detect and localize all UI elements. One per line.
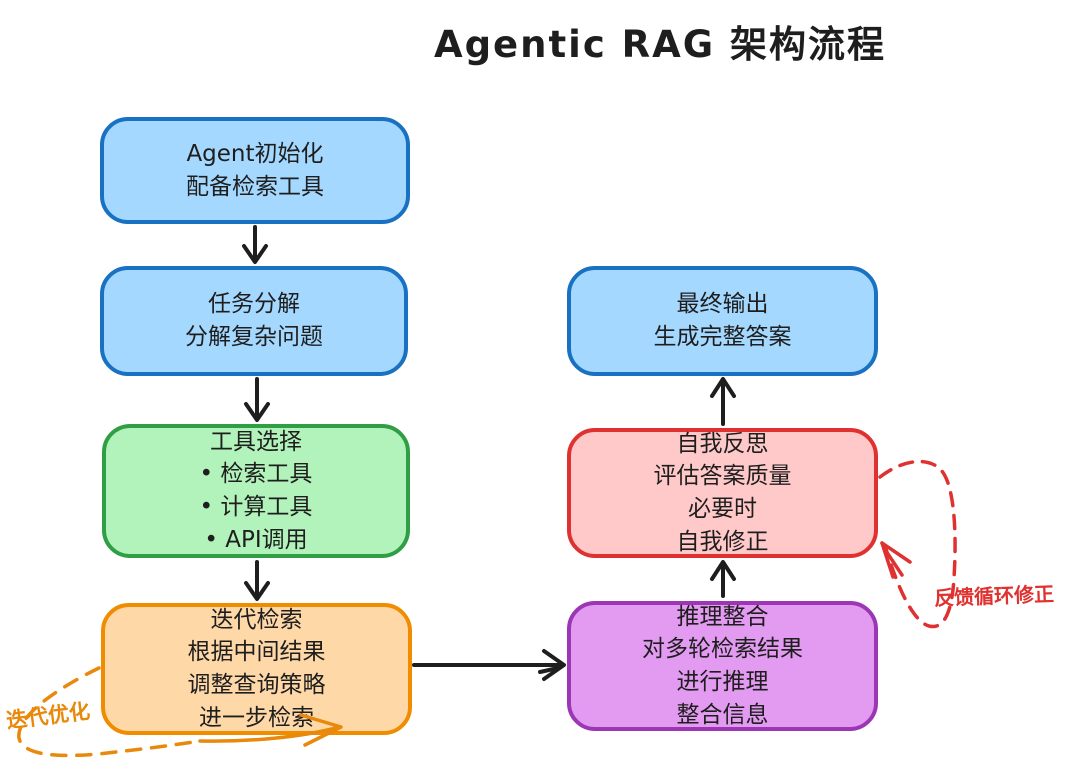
arrow-self-reflection-to-final-output bbox=[710, 377, 736, 426]
node-reasoning-integration-label: 推理整合 对多轮检索结果 进行推理 整合信息 bbox=[642, 603, 803, 728]
node-iterative-retrieval-label: 迭代检索 根据中间结果 调整查询策略 进一步检索 bbox=[187, 606, 326, 731]
node-task-decompose-label: 任务分解 分解复杂问题 bbox=[185, 291, 323, 350]
diagram-title: Agentic RAG 架构流程 bbox=[433, 23, 887, 66]
node-tool-select: 工具选择 • 检索工具 • 计算工具 • API调用 bbox=[102, 424, 410, 558]
node-self-reflection: 自我反思 评估答案质量 必要时 自我修正 bbox=[567, 428, 878, 558]
node-self-reflection-label: 自我反思 评估答案质量 必要时 自我修正 bbox=[653, 430, 792, 555]
node-final-output-label: 最终输出 生成完整答案 bbox=[653, 291, 792, 350]
arrow-iterative-retrieval-to-reasoning-integration bbox=[412, 649, 566, 681]
arrow-tool-select-to-iterative-retrieval bbox=[244, 560, 270, 601]
node-iterative-retrieval: 迭代检索 根据中间结果 调整查询策略 进一步检索 bbox=[101, 603, 412, 735]
node-agent-init-label: Agent初始化 配备检索工具 bbox=[186, 140, 324, 200]
arrow-reasoning-integration-to-self-reflection bbox=[710, 560, 736, 598]
arrow-task-decompose-to-tool-select bbox=[244, 377, 270, 422]
loop-label-feedback: 反馈循环修正 bbox=[933, 581, 1055, 611]
node-agent-init: Agent初始化 配备检索工具 bbox=[100, 117, 410, 224]
loop-label-iterate-optimize: 迭代优化 bbox=[4, 698, 92, 734]
arrow-agent-init-to-task-decompose bbox=[242, 225, 268, 264]
node-task-decompose: 任务分解 分解复杂问题 bbox=[100, 266, 408, 376]
node-final-output: 最终输出 生成完整答案 bbox=[567, 266, 878, 376]
node-tool-select-label: 工具选择 • 检索工具 • 计算工具 • API调用 bbox=[199, 428, 313, 553]
node-reasoning-integration: 推理整合 对多轮检索结果 进行推理 整合信息 bbox=[567, 601, 878, 731]
